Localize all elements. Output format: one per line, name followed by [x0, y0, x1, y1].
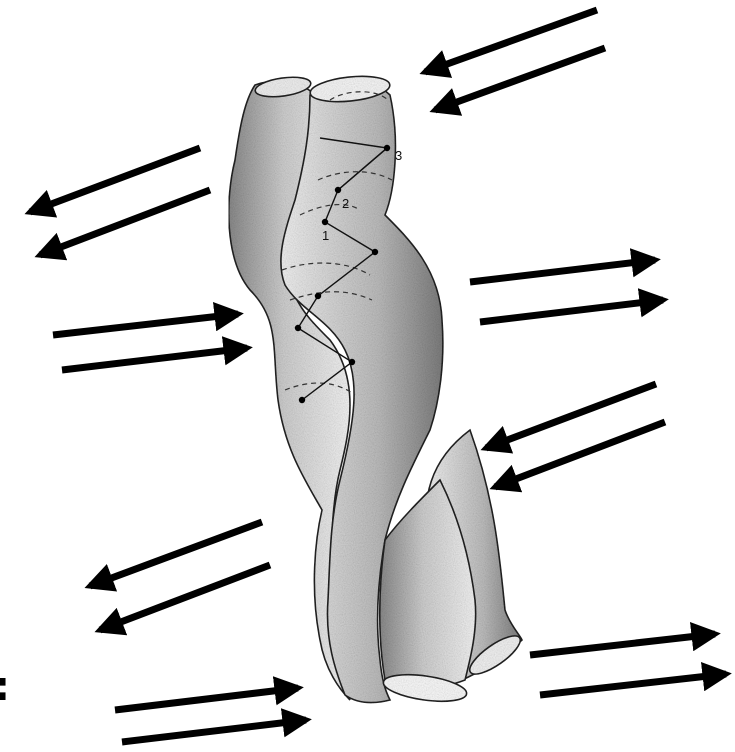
edge-mark: :: [0, 664, 10, 710]
label-3: 3: [395, 148, 402, 163]
arrow-icon: [122, 720, 306, 742]
helix-strands: [229, 73, 526, 706]
arrow-icon: [480, 300, 663, 322]
arrow-icon: [470, 260, 655, 282]
arrow-icon: [62, 348, 247, 370]
label-1: 1: [322, 228, 329, 243]
label-2: 2: [342, 196, 349, 211]
arrow-icon: [530, 634, 715, 655]
arrow-icon: [53, 314, 238, 335]
arrow-icon: [115, 688, 298, 710]
arrow-icon: [540, 674, 726, 695]
